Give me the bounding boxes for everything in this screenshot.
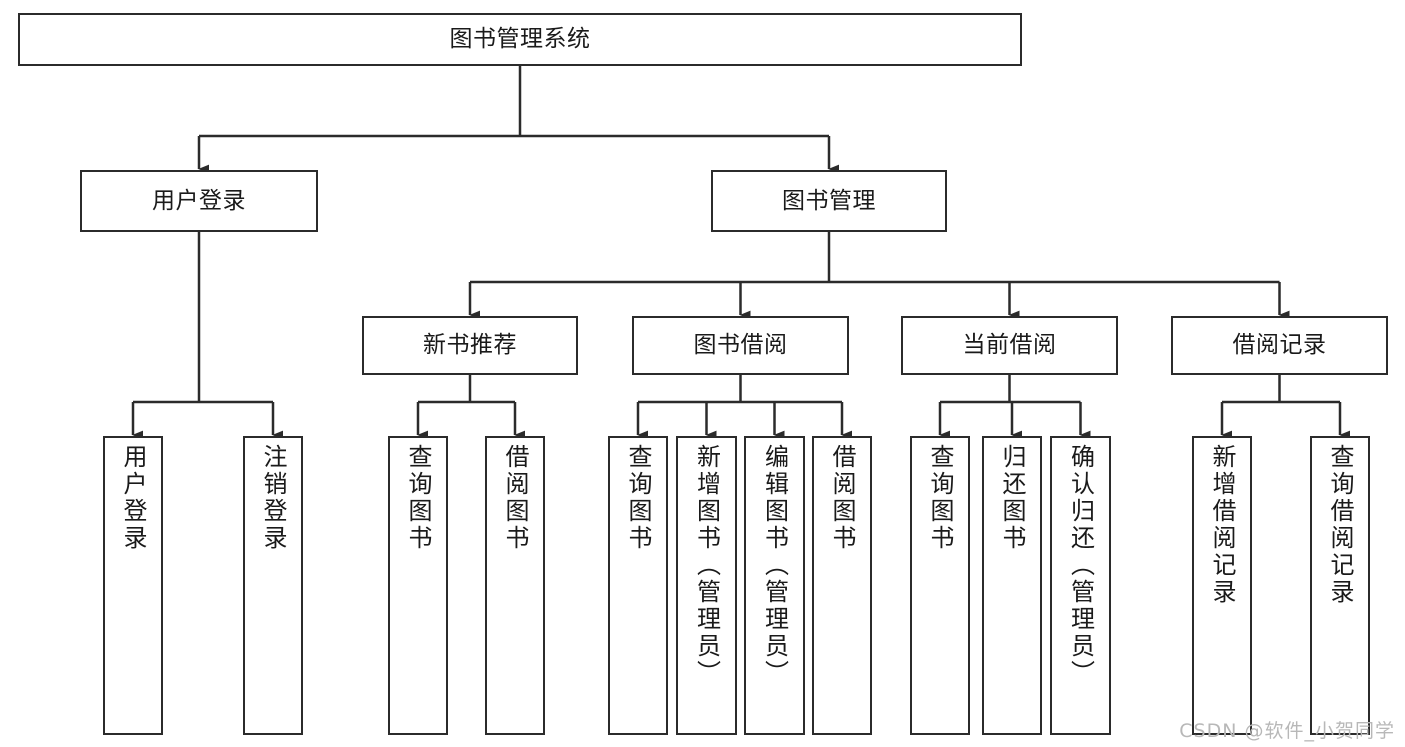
node-leaf3[interactable]: 查询图书 bbox=[388, 436, 448, 735]
node-leaf8[interactable]: 借阅图书 bbox=[812, 436, 872, 735]
node-current[interactable]: 当前借阅 bbox=[901, 316, 1118, 375]
node-leaf6[interactable]: 新增图书（管理员） bbox=[676, 436, 737, 735]
node-root[interactable]: 图书管理系统 bbox=[18, 13, 1022, 66]
node-label: 新书推荐 bbox=[423, 332, 517, 359]
node-leaf2[interactable]: 注销登录 bbox=[243, 436, 303, 735]
node-label: 借阅图书 bbox=[501, 444, 529, 552]
node-label: 注销登录 bbox=[259, 444, 287, 552]
node-label: 用户登录 bbox=[119, 444, 147, 552]
node-leaf12[interactable]: 新增借阅记录 bbox=[1192, 436, 1252, 735]
node-label: 编辑图书（管理员） bbox=[760, 444, 789, 687]
node-label: 用户登录 bbox=[152, 187, 246, 214]
node-leaf4[interactable]: 借阅图书 bbox=[485, 436, 545, 735]
node-leaf7[interactable]: 编辑图书（管理员） bbox=[744, 436, 805, 735]
node-label: 查询图书 bbox=[404, 444, 432, 552]
watermark-text: CSDN @软件_小贺同学 bbox=[1179, 720, 1395, 742]
node-label: 归还图书 bbox=[998, 444, 1026, 552]
node-label: 借阅记录 bbox=[1232, 332, 1327, 359]
node-newbook[interactable]: 新书推荐 bbox=[362, 316, 578, 375]
node-leaf5[interactable]: 查询图书 bbox=[608, 436, 668, 735]
node-label: 新增借阅记录 bbox=[1208, 444, 1236, 606]
node-label: 新增图书（管理员） bbox=[692, 444, 721, 687]
node-label: 当前借阅 bbox=[962, 332, 1057, 359]
node-label: 图书借阅 bbox=[693, 332, 788, 359]
node-label: 图书管理 bbox=[782, 187, 876, 214]
node-label: 查询图书 bbox=[926, 444, 954, 552]
node-leaf13[interactable]: 查询借阅记录 bbox=[1310, 436, 1370, 735]
node-leaf10[interactable]: 归还图书 bbox=[982, 436, 1042, 735]
node-leaf9[interactable]: 查询图书 bbox=[910, 436, 970, 735]
node-leaf1[interactable]: 用户登录 bbox=[103, 436, 163, 735]
node-label: 图书管理系统 bbox=[449, 26, 591, 53]
node-records[interactable]: 借阅记录 bbox=[1171, 316, 1388, 375]
node-login[interactable]: 用户登录 bbox=[80, 170, 318, 232]
node-bookmgmt[interactable]: 图书管理 bbox=[711, 170, 947, 232]
node-leaf11[interactable]: 确认归还（管理员） bbox=[1050, 436, 1111, 735]
node-label: 查询图书 bbox=[624, 444, 652, 552]
node-borrow[interactable]: 图书借阅 bbox=[632, 316, 849, 375]
node-label: 借阅图书 bbox=[828, 444, 856, 552]
node-label: 查询借阅记录 bbox=[1326, 444, 1354, 606]
node-label: 确认归还（管理员） bbox=[1066, 444, 1095, 687]
edge-layer bbox=[131, 66, 1351, 440]
